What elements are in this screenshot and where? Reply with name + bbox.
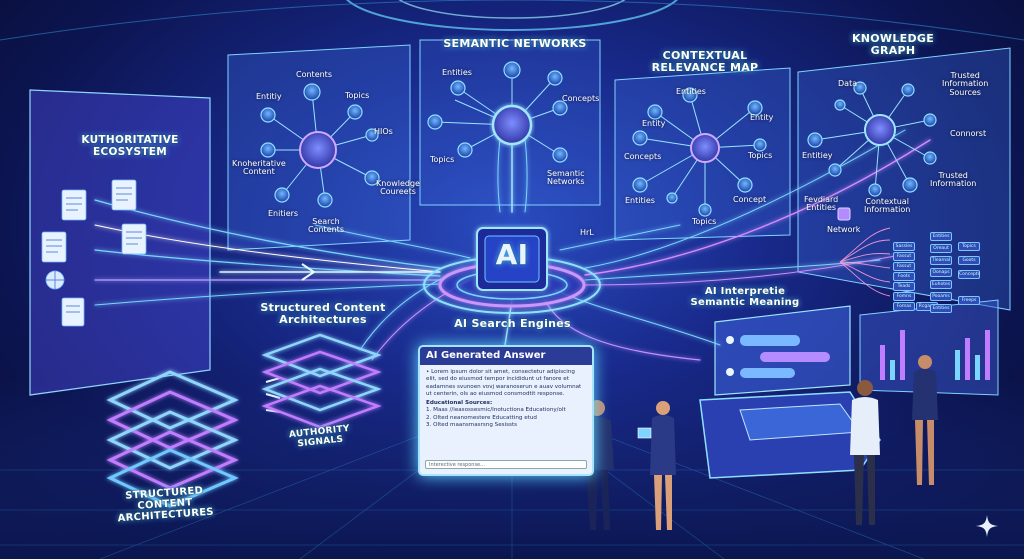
label-kg-network: Network — [827, 225, 861, 234]
label-kg-trusted-info: Trusted Information — [930, 171, 977, 189]
label-sem-concepts: Concepts — [562, 94, 600, 103]
label-contents: Contents — [296, 70, 332, 79]
tag-right-0: Entities — [930, 232, 952, 241]
left-network-nodes — [260, 83, 380, 208]
label-search: Search Contents — [308, 217, 344, 235]
label-ctx-topics-bottom: Topics — [692, 217, 717, 226]
semantic-network — [434, 70, 561, 156]
label-ctx-concept: Concept — [733, 195, 767, 204]
semantic-title: SEMANTIC NETWORKS — [443, 37, 587, 50]
ai-search-title: AI Search Engines — [454, 317, 571, 330]
ceiling-lights — [0, 0, 1024, 41]
tag-left-6: Fomas — [893, 302, 915, 311]
label-kg-contextual: Contextual Information — [864, 197, 911, 215]
person-manager — [912, 355, 938, 485]
contextual-network — [639, 94, 761, 210]
label-ctx-entities-bottom: Entities — [625, 196, 655, 205]
contextual-title: CONTEXTUAL RELEVANCE MAP — [651, 49, 759, 75]
tag-right-5: Pooams — [930, 292, 952, 301]
ai-answer-header: AI Generated Answer — [420, 347, 592, 365]
knowledge-nodes — [807, 81, 937, 197]
label-ctx-entity-right: Entity — [750, 113, 774, 122]
structured-title: Structured Content Architectures — [260, 301, 386, 327]
tag-left-4: Teads — [893, 282, 915, 291]
chat-panel — [714, 305, 851, 396]
label-sem-topics: Topics — [430, 155, 455, 164]
ai-core — [423, 227, 601, 314]
ai-core-label: AI — [495, 238, 529, 271]
tag-left-5: Fomns — [893, 292, 915, 301]
interactive-response-input[interactable]: Interective response... — [425, 460, 587, 469]
tag-right-6: Entities — [930, 304, 952, 313]
knowledge-panel — [797, 47, 1011, 311]
label-ctx-hrl: HrL — [580, 228, 594, 237]
flow-arrows — [265, 263, 316, 413]
authoritative-title: KUTHORITATIVE ECOSYSTEM — [81, 134, 179, 158]
person-tablet — [637, 401, 676, 530]
tag-left-3: Foots — [893, 272, 915, 281]
label-hios: HIOs — [374, 127, 393, 136]
label-ctx-topics: Topics — [748, 151, 773, 160]
data-flows — [94, 109, 931, 361]
ai-answer-body: • Lorem ipsum dolor sit amet, consectetu… — [420, 365, 592, 433]
tag-topics-2: Concepts — [958, 270, 980, 279]
left-network — [267, 91, 373, 201]
tag-right-1: Oreaut — [930, 244, 952, 253]
network-node — [837, 207, 851, 221]
tag-right-4: Euhotes — [930, 280, 952, 289]
label-ctx-concepts: Concepts — [624, 152, 662, 161]
ai-answer-window: AI Generated Answer • Lorem ipsum dolor … — [418, 345, 594, 476]
label-ctx-entities-top: Entities — [676, 87, 706, 96]
sparkle-icon — [976, 515, 998, 537]
tag-right-7: Freeps — [958, 296, 980, 305]
label-entitiy: Entitiy — [256, 92, 282, 101]
label-kg-fevdiard: Fevdiard Entities — [804, 195, 839, 213]
tag-left-0: Sassles — [893, 242, 915, 251]
ai-interpret-title: AI Interpretie Semantic Meaning — [690, 286, 800, 308]
semantic-nodes — [427, 61, 568, 163]
label-kg-trusted-sources: Trusted Information Sources — [942, 71, 989, 97]
tag-topics-1: Goots — [958, 256, 980, 265]
console-desk — [699, 391, 881, 479]
tag-left-1: Fassut — [893, 252, 915, 261]
contextual-nodes — [632, 87, 767, 217]
label-kg-entitiey: Entitiey — [802, 151, 833, 160]
ai-answer-sources: 1. Maas //ieasossesmic/Inotuctiona Educa… — [426, 407, 566, 428]
label-knowledge: Knowledge Coureets — [376, 179, 420, 197]
label-enitiers: Enitiers — [268, 209, 299, 218]
label-knoh: Knoheritative Content — [232, 159, 286, 177]
layer-stack-left — [106, 370, 239, 508]
label-kg-connorst: Connorst — [950, 129, 987, 138]
label-kg-data: Data — [838, 79, 858, 88]
ai-answer-sources-title: Educational Sources: — [426, 400, 493, 407]
tag-right-3: Oonaps — [930, 268, 952, 277]
layer-stack-mid — [261, 333, 382, 429]
tag-tree — [839, 227, 891, 297]
knowledge-graph — [814, 87, 931, 191]
label-topics: Topics — [345, 91, 370, 100]
knowledge-title: KNOWLEDGE GRAPH — [851, 32, 935, 58]
chat-bubbles — [726, 335, 830, 378]
tag-right-2: Tlearnal — [930, 256, 952, 265]
label-sem-entities: Entities — [442, 68, 472, 77]
tag-left-2: Fassut — [893, 262, 915, 271]
person-analyst — [850, 380, 880, 525]
label-ctx-entity-left: Entity — [642, 119, 666, 128]
tag-topics-0: Topics — [958, 242, 980, 251]
bar-chart-marks — [880, 330, 990, 380]
label-sem-networks: Semantic Networks — [547, 169, 585, 187]
ai-answer-text: • Lorem ipsum dolor sit amet, consectetu… — [426, 369, 582, 397]
